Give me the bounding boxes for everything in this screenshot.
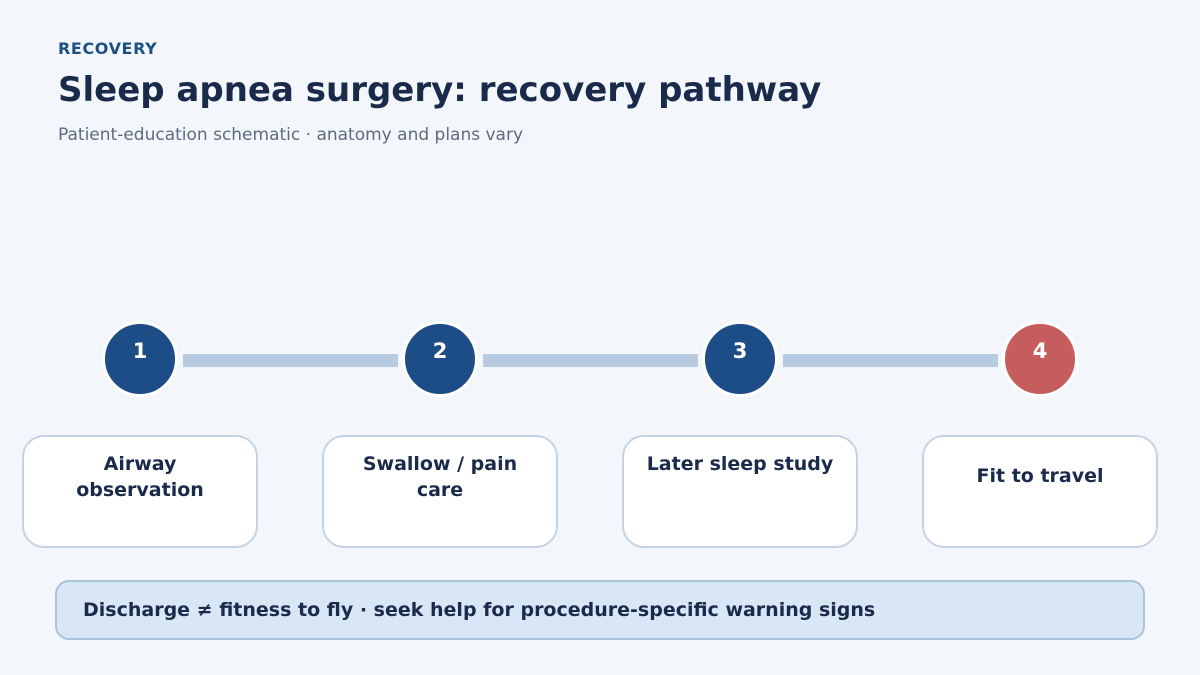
step-label-2: Swallow / pain care	[362, 453, 518, 501]
connector-3-4	[783, 354, 998, 367]
step-card-4: Fit to travel	[922, 435, 1158, 548]
step-label-3: Later sleep study	[646, 453, 834, 475]
step-label-1: Airway observation	[76, 453, 204, 501]
eyebrow-label: RECOVERY	[58, 39, 158, 58]
step-card-3: Later sleep study	[622, 435, 858, 548]
step-card-1: Airway observation	[22, 435, 258, 548]
step-circle-2: 2	[402, 321, 478, 397]
page-subtitle: Patient-education schematic · anatomy an…	[58, 125, 524, 145]
step-circle-1: 1	[102, 321, 178, 397]
step-label-4: Fit to travel	[976, 465, 1104, 487]
step-circle-4: 4	[1002, 321, 1078, 397]
step-card-2: Swallow / pain care	[322, 435, 558, 548]
step-circle-3: 3	[702, 321, 778, 397]
warning-banner: Discharge ≠ fitness to fly · seek help f…	[55, 580, 1145, 640]
connector-1-2	[183, 354, 398, 367]
connector-2-3	[483, 354, 698, 367]
warning-banner-text: Discharge ≠ fitness to fly · seek help f…	[83, 599, 876, 621]
page-title: Sleep apnea surgery: recovery pathway	[58, 70, 822, 110]
